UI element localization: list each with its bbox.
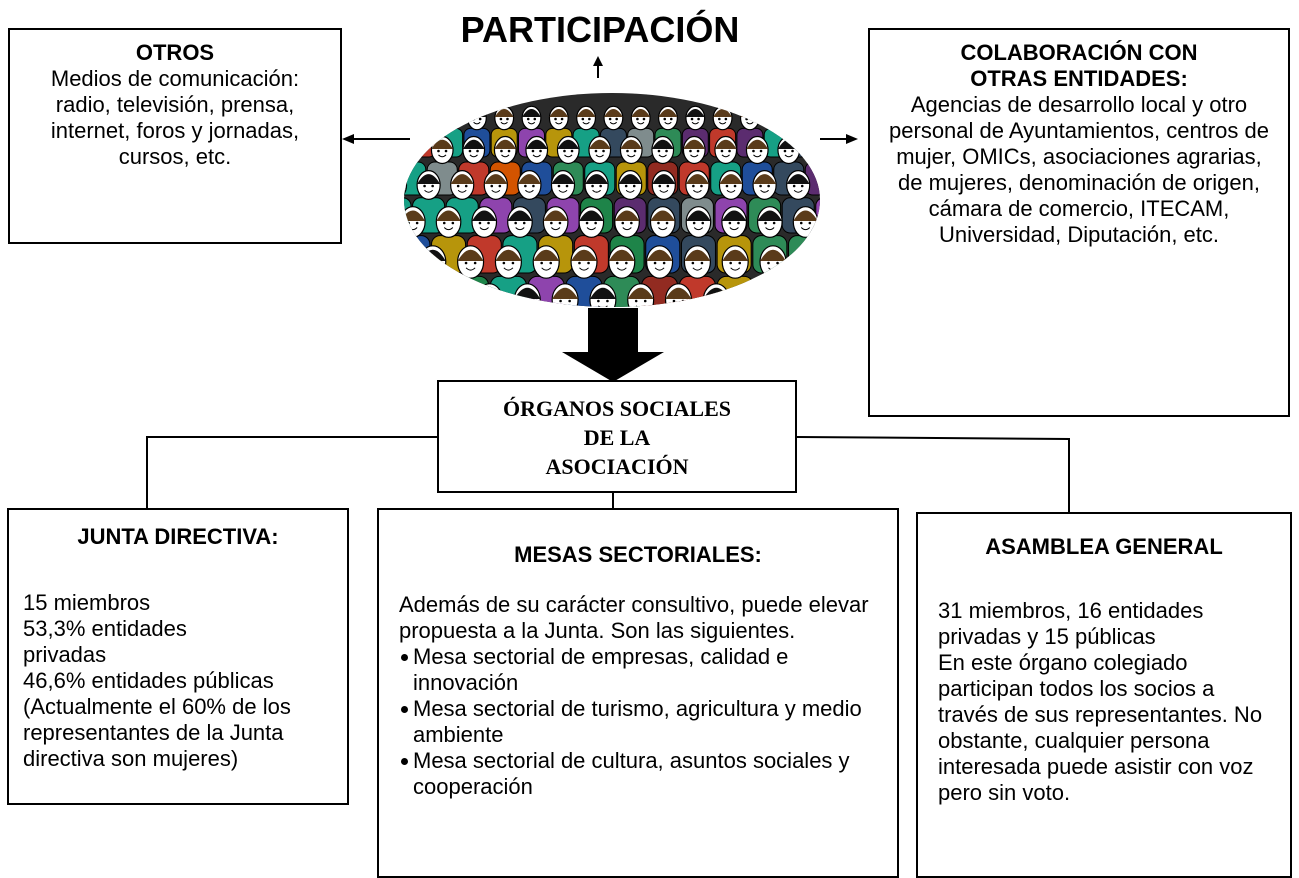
organos-line2: DE LA bbox=[583, 425, 651, 450]
junta-box: JUNTA DIRECTIVA: 15 miembros 53,3% entid… bbox=[7, 508, 349, 805]
arrow-left-icon bbox=[342, 134, 410, 144]
otros-box: OTROS Medios de comunicación: radio, tel… bbox=[8, 28, 342, 244]
mesas-item: Mesa sectorial de turismo, agricultura y… bbox=[399, 696, 877, 748]
junta-line4: (Actualmente el 60% de los representante… bbox=[23, 694, 291, 771]
asamblea-line2: En este órgano colegiado participan todo… bbox=[938, 650, 1263, 805]
mesas-item: Mesa sectorial de empresas, calidad e in… bbox=[399, 644, 877, 696]
mesas-intro: Además de su carácter consultivo, puede … bbox=[399, 592, 869, 643]
mesas-heading: MESAS SECTORIALES: bbox=[514, 542, 762, 567]
mesas-item: Mesa sectorial de cultura, asuntos socia… bbox=[399, 748, 877, 800]
colaboracion-box: COLABORACIÓN CON OTRAS ENTIDADES: Agenci… bbox=[868, 28, 1290, 417]
asamblea-heading: ASAMBLEA GENERAL bbox=[985, 534, 1223, 559]
arrow-up-icon bbox=[593, 56, 603, 78]
junta-heading: JUNTA DIRECTIVA: bbox=[77, 524, 279, 549]
colaboracion-heading-line2: OTRAS ENTIDADES: bbox=[970, 66, 1188, 91]
otros-heading: OTROS bbox=[135, 40, 215, 65]
otros-body: Medios de comunicación: radio, televisió… bbox=[50, 66, 300, 169]
colaboracion-body: Agencias de desarrollo local y otro pers… bbox=[889, 92, 1269, 247]
junta-line3: 46,6% entidades públicas bbox=[23, 668, 274, 693]
asamblea-line1: 31 miembros, 16 entidades privadas y 15 … bbox=[938, 598, 1204, 649]
mesas-list: Mesa sectorial de empresas, calidad e in… bbox=[399, 644, 877, 800]
organos-line3: ASOCIACIÓN bbox=[545, 454, 689, 479]
page-title: PARTICIPACIÓN bbox=[460, 9, 740, 50]
junta-line2: 53,3% entidades privadas bbox=[23, 616, 187, 667]
organos-box: ÓRGANOS SOCIALES DE LA ASOCIACIÓN bbox=[437, 380, 797, 493]
colaboracion-heading-line1: COLABORACIÓN CON bbox=[960, 40, 1198, 65]
asamblea-box: ASAMBLEA GENERAL 31 miembros, 16 entidad… bbox=[916, 512, 1292, 878]
arrow-down-icon bbox=[562, 308, 664, 382]
mesas-box: MESAS SECTORIALES: Además de su carácter… bbox=[377, 508, 899, 878]
arrow-right-icon bbox=[820, 134, 858, 144]
junta-line1: 15 miembros bbox=[23, 590, 151, 615]
organos-line1: ÓRGANOS SOCIALES bbox=[502, 396, 731, 421]
tree-lines bbox=[146, 436, 1070, 512]
